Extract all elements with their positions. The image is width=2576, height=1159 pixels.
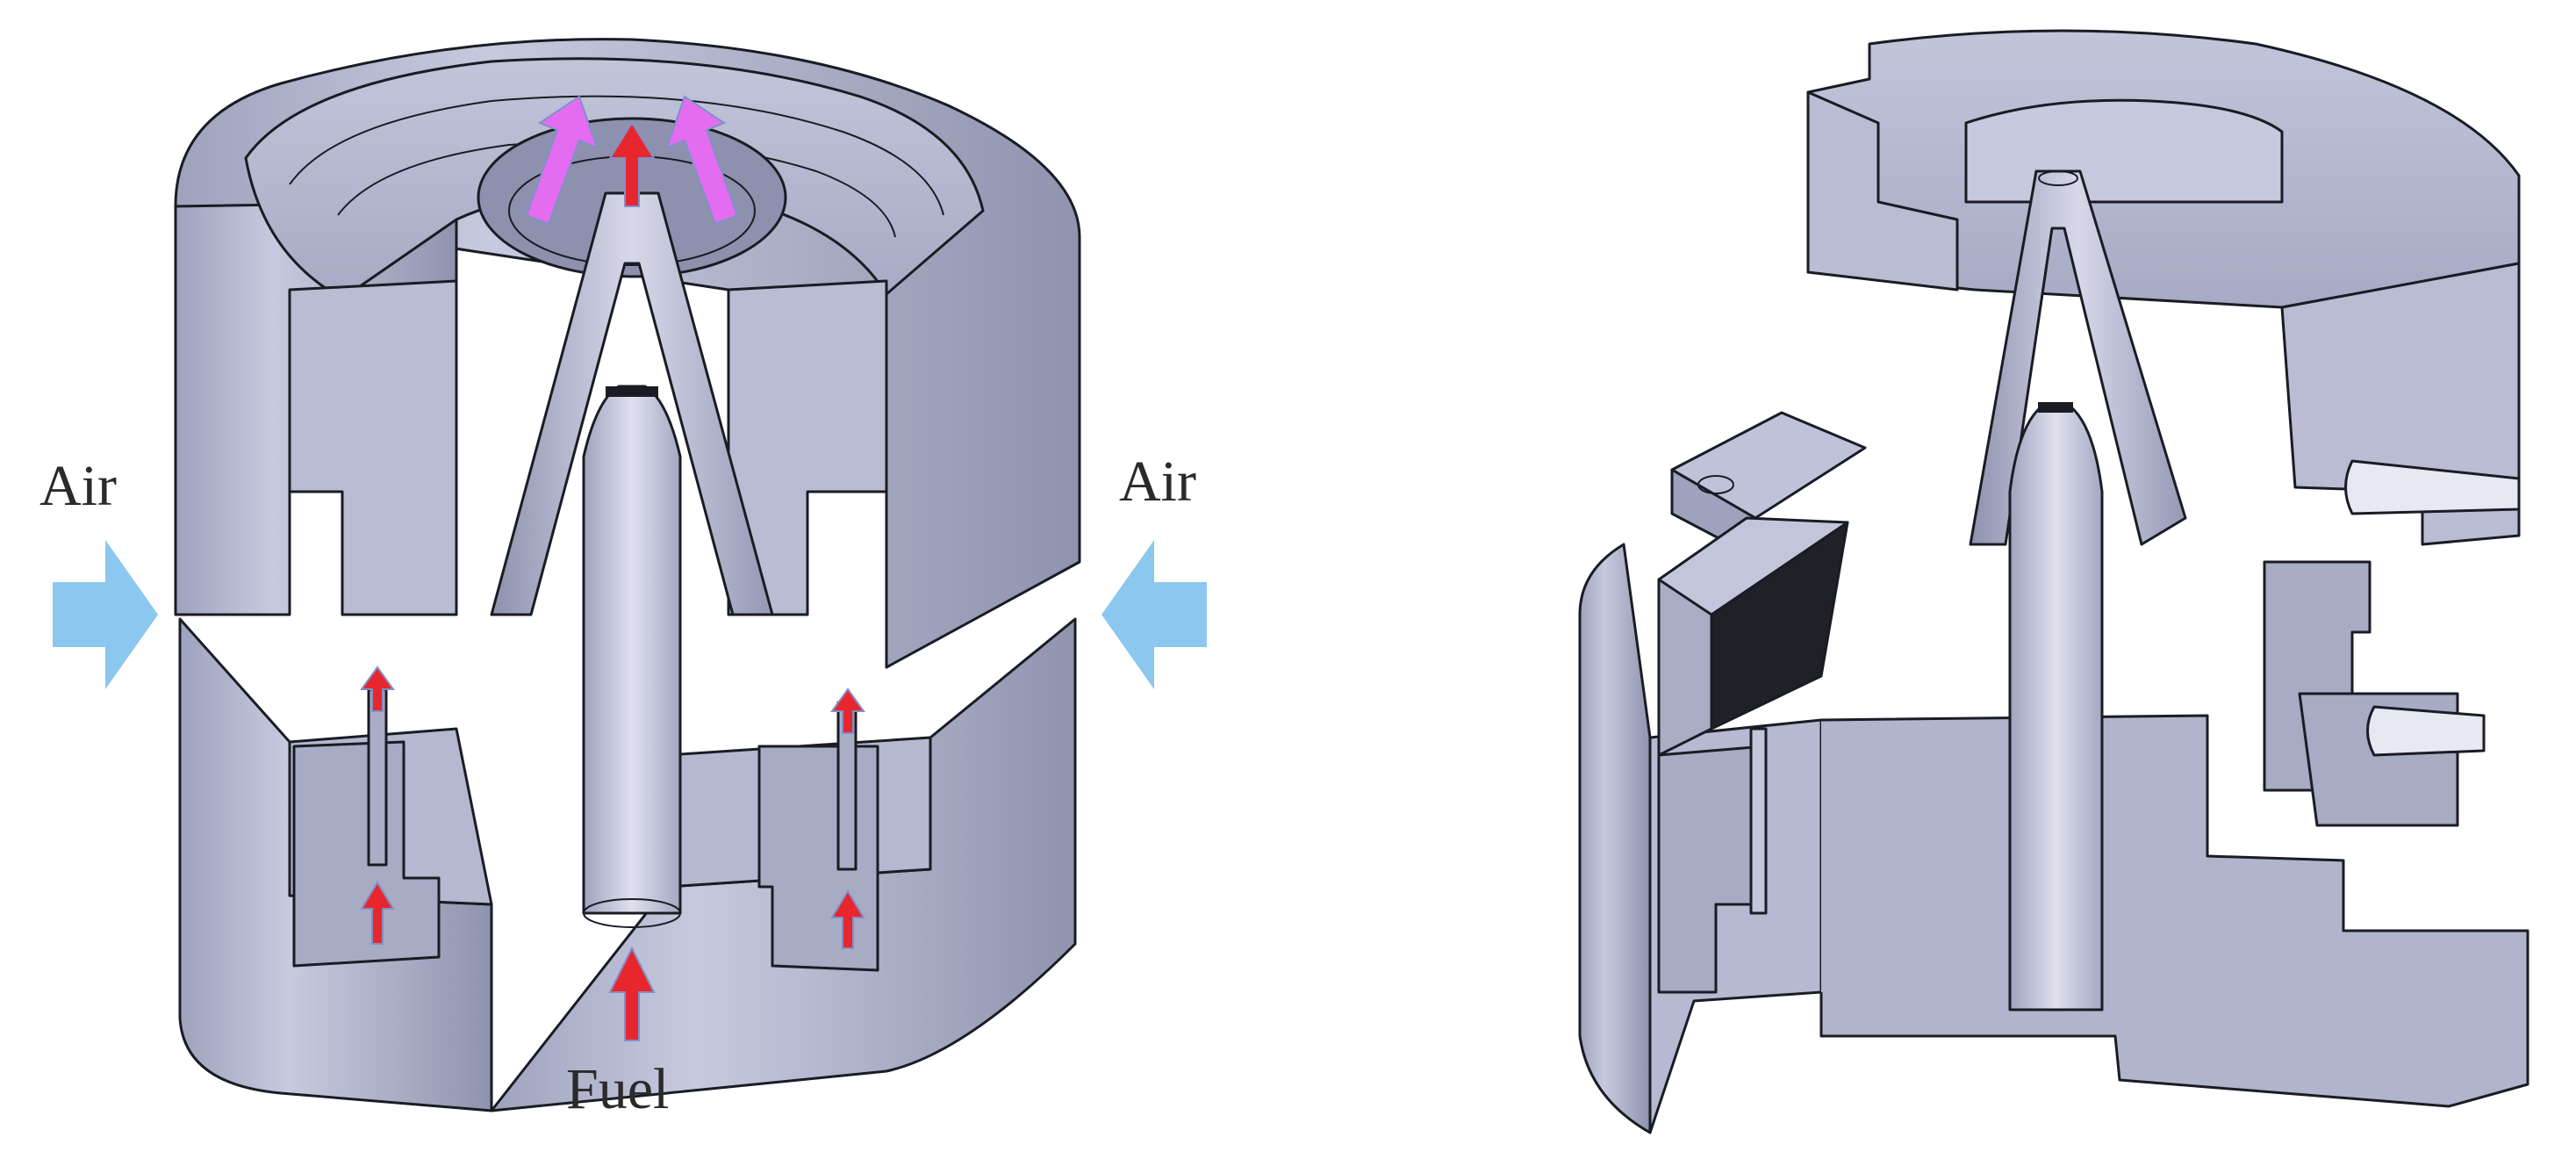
fuel-arrow-top xyxy=(608,121,656,207)
air-label-right: Air xyxy=(1119,450,1196,514)
outflow-arrow-left xyxy=(525,95,599,226)
fuel-arrow-channel-right-lower xyxy=(830,889,865,949)
air-inflow-arrow-left xyxy=(53,540,158,689)
fuel-arrow-channel-right-upper xyxy=(830,687,865,734)
fuel-arrow-channel-left-upper xyxy=(360,666,395,712)
air-inflow-arrow-right xyxy=(1101,540,1207,689)
fuel-flow-arrows xyxy=(360,121,865,1041)
outflow-arrow-right xyxy=(665,95,739,226)
air-label-left: Air xyxy=(39,454,117,518)
fuel-arrow-channel-left-lower xyxy=(360,881,395,945)
right-cutaway-model xyxy=(1578,29,2529,1134)
fuel-label: Fuel xyxy=(566,1057,669,1121)
mixture-outflow-arrows xyxy=(525,95,739,226)
fuel-arrow-inlet xyxy=(608,946,656,1041)
